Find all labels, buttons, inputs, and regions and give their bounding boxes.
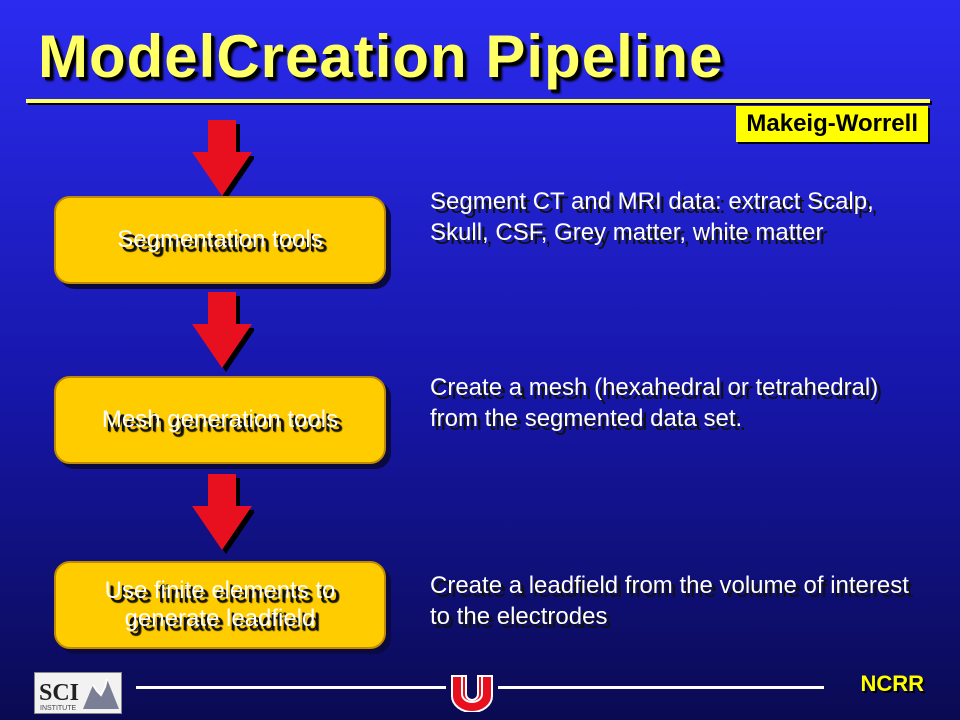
step-label: Use finite elements to generate leadfiel… xyxy=(104,577,336,632)
step-label: Mesh generation tools xyxy=(101,406,339,433)
logo-text: SCI xyxy=(39,680,79,706)
arrow-down-icon xyxy=(192,120,254,200)
footer-rule-right xyxy=(498,686,824,689)
arrow-down-icon xyxy=(192,474,254,554)
step-box-segmentation: Segmentation tools xyxy=(54,196,386,284)
arrow-down-icon xyxy=(192,292,254,372)
logo-subtext: INSTITUTE xyxy=(40,705,76,712)
step-label: Segmentation tools xyxy=(117,226,323,253)
step-description: Segment CT and MRI data: extract Scalp, … xyxy=(430,188,874,246)
ncrr-label: NCRR xyxy=(860,671,924,696)
university-u-logo-icon xyxy=(451,675,493,712)
slide-title: ModelCreation Pipeline xyxy=(38,23,724,90)
sci-institute-logo: SCI INSTITUTE xyxy=(34,672,122,714)
author-badge: Makeig-Worrell xyxy=(736,106,928,142)
step-box-leadfield: Use finite elements to generate leadfiel… xyxy=(54,561,386,649)
title-underline xyxy=(26,99,930,103)
footer-rule-left xyxy=(136,686,446,689)
step-description: Create a leadfield from the volume of in… xyxy=(430,572,909,630)
step-box-mesh-generation: Mesh generation tools xyxy=(54,376,386,464)
step-description: Create a mesh (hexahedral or tetrahedral… xyxy=(430,374,879,432)
